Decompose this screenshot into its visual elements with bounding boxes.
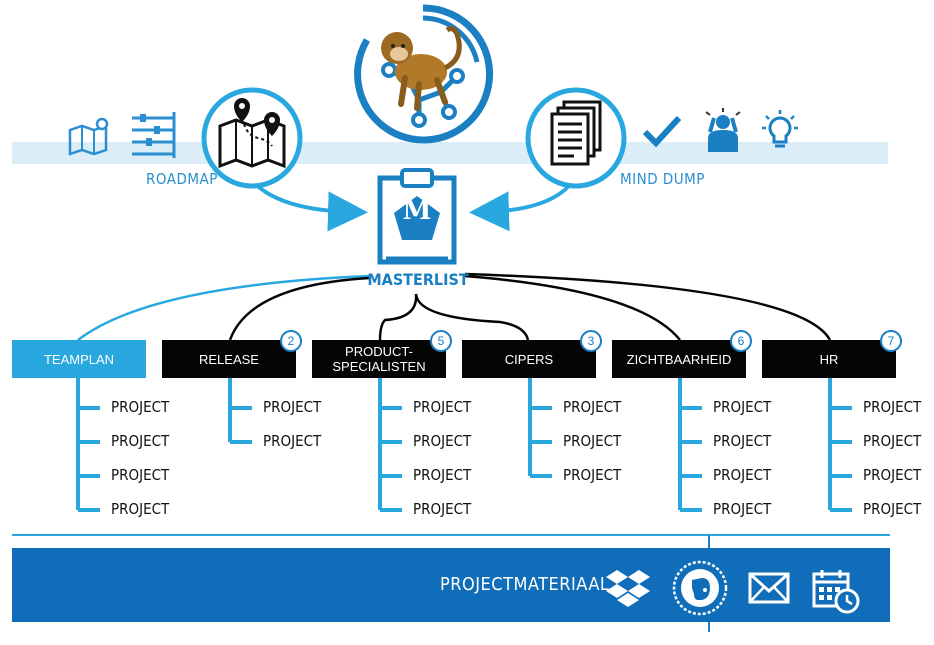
project-item[interactable]: PROJECT [863, 398, 922, 416]
project-item[interactable]: PROJECT [713, 432, 772, 450]
project-item[interactable]: PROJECT [413, 500, 472, 518]
team-count-badge: 2 [280, 330, 302, 352]
project-item[interactable]: PROJECT [863, 500, 922, 518]
team-count-badge: 5 [430, 330, 452, 352]
dropbox-icon[interactable] [606, 568, 650, 608]
masterlist-letter: M [402, 196, 432, 226]
team-label: CIPERS [504, 351, 554, 367]
mail-icon[interactable] [748, 572, 790, 604]
project-item[interactable]: PROJECT [263, 432, 322, 450]
project-item[interactable]: PROJECT [111, 466, 170, 484]
team-label: RELEASE [199, 351, 259, 367]
project-item[interactable]: PROJECT [111, 500, 170, 518]
footer-label: PROJECTMATERIAAL [440, 574, 610, 595]
roadmap-map-icon [201, 87, 303, 189]
team-count-badge: 3 [580, 330, 602, 352]
sliders-icon [132, 112, 176, 158]
team-header-1[interactable]: RELEASE [162, 340, 296, 378]
team-label: PRODUCT- [345, 344, 413, 359]
mascot-logo [353, 4, 494, 144]
mind-dump-label: MIND DUMP [620, 170, 705, 188]
team-header-0[interactable]: TEAMPLAN [12, 340, 146, 378]
project-item[interactable]: PROJECT [413, 466, 472, 484]
footer-bar [12, 548, 890, 622]
calendar-clock-icon[interactable] [812, 568, 860, 614]
masterlist-clipboard-icon [377, 168, 457, 265]
team-label: TEAMPLAN [43, 351, 115, 367]
team-label-wrap: PRODUCT-SPECIALISTEN [332, 344, 425, 374]
stressed-person-icon [705, 108, 741, 152]
documents-icon [525, 87, 627, 189]
map-icon [68, 117, 109, 156]
project-item[interactable]: PROJECT [111, 398, 170, 416]
project-item[interactable]: PROJECT [413, 432, 472, 450]
team-header-5[interactable]: HR [762, 340, 896, 378]
team-count-badge: 7 [880, 330, 902, 352]
project-item[interactable]: PROJECT [263, 398, 322, 416]
project-item[interactable]: PROJECT [863, 432, 922, 450]
team-header-4[interactable]: ZICHTBAARHEID [612, 340, 746, 378]
project-item[interactable]: PROJECT [713, 466, 772, 484]
lightbulb-icon [762, 110, 798, 148]
project-item[interactable]: PROJECT [563, 466, 622, 484]
project-item[interactable]: PROJECT [713, 398, 772, 416]
team-header-2[interactable]: PRODUCT-SPECIALISTEN [312, 340, 446, 378]
project-item[interactable]: PROJECT [713, 500, 772, 518]
team-header-3[interactable]: CIPERS [462, 340, 596, 378]
masterlist-label: MASTERLIST [367, 270, 469, 289]
project-item[interactable]: PROJECT [863, 466, 922, 484]
checkmark-icon [642, 115, 682, 148]
team-label: HR [819, 351, 839, 367]
team-label: ZICHTBAARHEID [626, 351, 732, 367]
project-item[interactable]: PROJECT [413, 398, 472, 416]
roadmap-label: ROADMAP [146, 170, 218, 188]
project-item[interactable]: PROJECT [563, 432, 622, 450]
team-label-line2: SPECIALISTEN [332, 359, 426, 374]
project-item[interactable]: PROJECT [563, 398, 622, 416]
project-item[interactable]: PROJECT [111, 432, 170, 450]
team-count-badge: 6 [730, 330, 752, 352]
evernote-icon[interactable] [672, 560, 728, 616]
